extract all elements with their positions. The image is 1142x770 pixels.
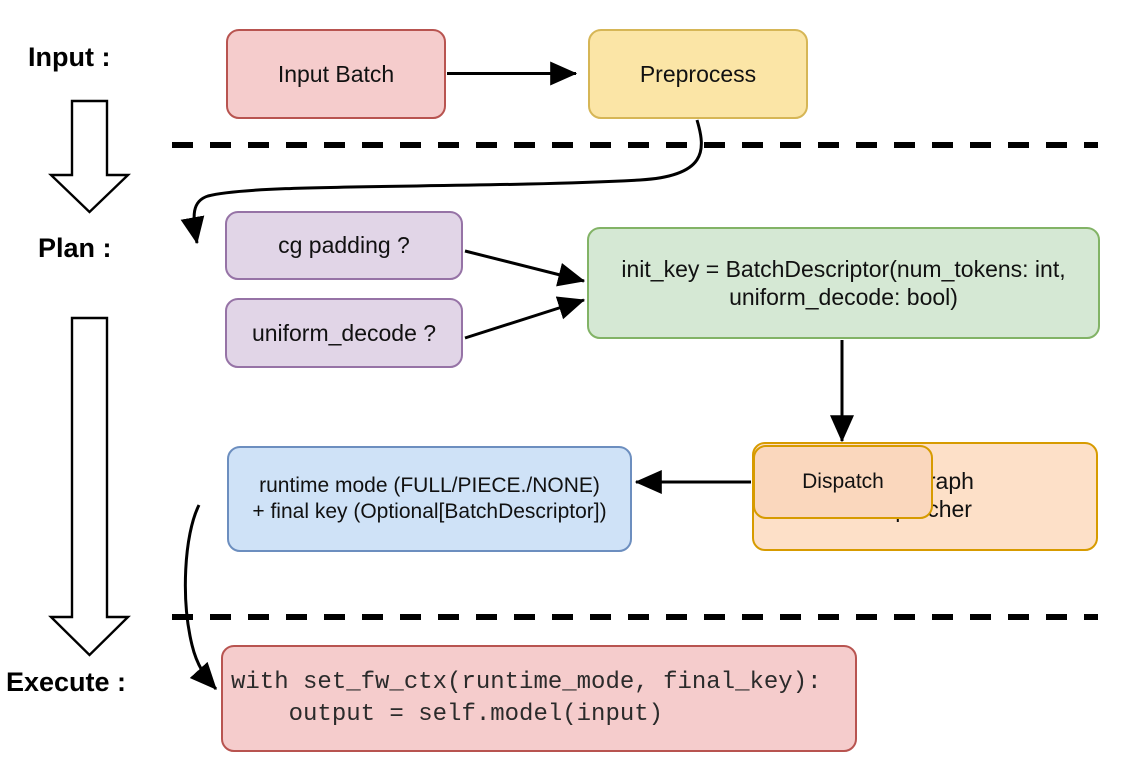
- node-init-key-line2: uniform_decode: bool): [729, 284, 958, 310]
- node-dispatch[interactable]: Dispatch: [753, 445, 933, 519]
- input-to-plan-arrow: [48, 99, 131, 214]
- node-cg-padding[interactable]: cg padding ?: [225, 211, 463, 280]
- node-runtime-mode[interactable]: runtime mode (FULL/PIECE./NONE) + final …: [227, 446, 632, 552]
- node-runtime-mode-line2: + final key (Optional[BatchDescriptor]): [252, 500, 607, 523]
- execute-code-line2: output = self.model(input): [231, 700, 664, 728]
- node-preprocess-label: Preprocess: [639, 60, 757, 87]
- node-init-key[interactable]: init_key = BatchDescriptor(num_tokens: i…: [587, 227, 1100, 339]
- stage-label-execute: Execute :: [6, 667, 127, 697]
- node-input-batch-label: Input Batch: [277, 60, 395, 87]
- node-dispatch-label: Dispatch: [802, 470, 884, 494]
- node-init-key-line1: init_key = BatchDescriptor(num_tokens: i…: [621, 255, 1066, 282]
- node-input-batch[interactable]: Input Batch: [226, 29, 446, 119]
- node-uniform-decode-label: uniform_decode ?: [251, 319, 437, 346]
- uniform-decode-to-init-key: [464, 296, 586, 340]
- node-execute-code[interactable]: with set_fw_ctx(runtime_mode, final_key)…: [221, 645, 857, 752]
- stage-label-input: Input :: [28, 42, 111, 72]
- node-preprocess[interactable]: Preprocess: [588, 29, 808, 119]
- runtime-mode-to-execute-code: [183, 504, 218, 691]
- node-cg-padding-label: cg padding ?: [278, 232, 410, 259]
- cg-padding-to-init-key: [464, 249, 586, 287]
- execute-code-line1: with set_fw_ctx(runtime_mode, final_key)…: [231, 669, 822, 697]
- node-runtime-mode-line1: runtime mode (FULL/PIECE./NONE): [259, 474, 600, 498]
- plan-to-execute-arrow: [48, 316, 131, 657]
- node-uniform-decode[interactable]: uniform_decode ?: [225, 298, 463, 368]
- stage-label-plan: Plan :: [38, 233, 112, 263]
